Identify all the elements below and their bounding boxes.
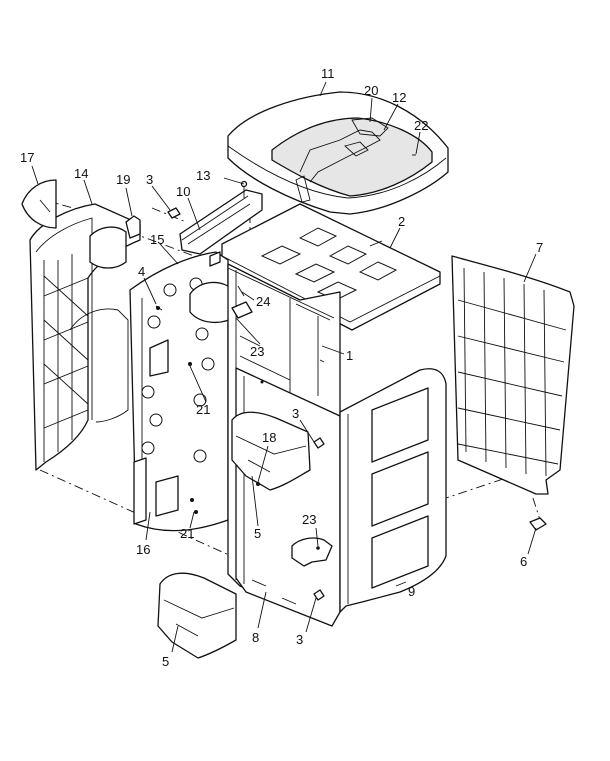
callout-11: 11 [321, 66, 335, 81]
callout-12: 12 [392, 90, 406, 105]
callout-7: 7 [536, 240, 543, 255]
callout-2: 2 [398, 214, 405, 229]
callout-5-bottom: 5 [162, 654, 169, 669]
callout-17: 17 [20, 150, 34, 165]
door-handle-part-18 [231, 411, 311, 491]
callout-24: 24 [256, 294, 270, 309]
callout-14: 14 [74, 166, 88, 181]
callout-15: 15 [150, 232, 164, 247]
bracket-plate-part-23 [231, 301, 333, 567]
callout-22: 22 [414, 118, 428, 133]
door-handle-part-5-lower [157, 572, 237, 659]
callout-16: 16 [136, 542, 150, 557]
callout-5-middle: 5 [254, 526, 261, 541]
roof-cover-part-11 [227, 91, 449, 215]
callout-8: 8 [252, 630, 259, 645]
hinge-bracket-part-16 [133, 457, 147, 525]
callout-20: 20 [364, 83, 378, 98]
leader-lines [31, 81, 537, 653]
callout-labels: 11 20 12 22 17 14 19 3 13 10 2 7 15 4 24… [20, 66, 543, 669]
callout-21-upper: 21 [196, 402, 210, 417]
callout-3-top: 3 [146, 172, 153, 187]
callout-10: 10 [176, 184, 190, 199]
front-trim-part-10 [179, 189, 263, 255]
callout-1: 1 [346, 348, 353, 363]
fasteners [155, 180, 325, 601]
left-side-panel-part-14 [29, 203, 141, 471]
callout-23-upper: 23 [250, 344, 264, 359]
callout-9: 9 [408, 584, 415, 599]
clip-part-6 [529, 517, 547, 531]
callout-6: 6 [520, 554, 527, 569]
top-panel-part-2 [221, 203, 441, 331]
callout-19: 19 [116, 172, 130, 187]
callout-4: 4 [138, 264, 145, 279]
clip-part-19 [125, 215, 141, 239]
right-side-panel-part-9 [339, 368, 447, 613]
callout-13: 13 [196, 168, 210, 183]
right-grid-panel-part-7 [451, 255, 575, 495]
callout-21-lower: 21 [180, 526, 194, 541]
emblem-part-17 [21, 179, 57, 229]
callout-3-bottom: 3 [296, 632, 303, 647]
callout-3-middle: 3 [292, 406, 299, 421]
callout-23-lower: 23 [302, 512, 316, 527]
callout-18: 18 [262, 430, 276, 445]
